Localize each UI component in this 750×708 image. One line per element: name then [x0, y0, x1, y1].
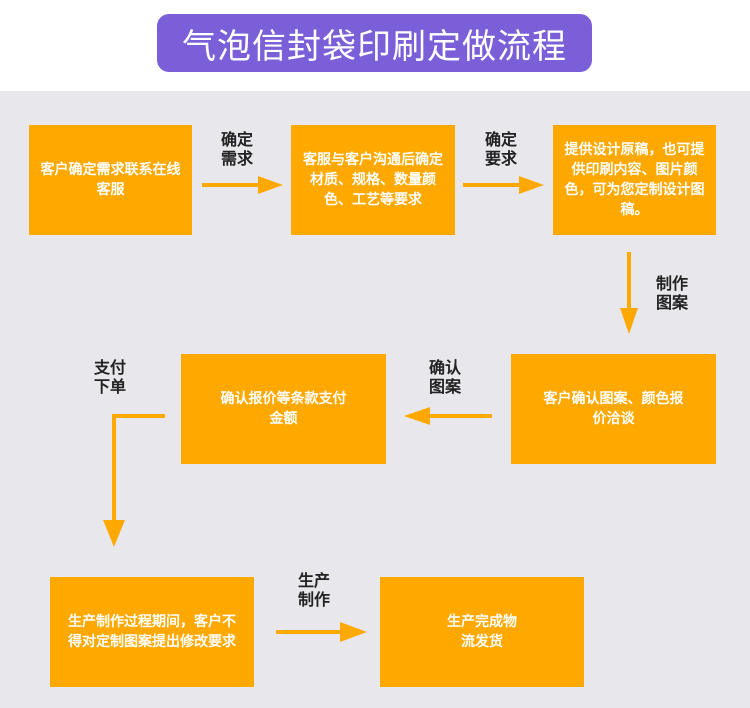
arrow-label-production: 生产制作: [297, 571, 330, 609]
step-2-text: 客服与客户沟通后确定材质、规格、数量颜色、工艺等要求: [303, 152, 443, 208]
step-7-box: 生产完成物流发货: [380, 577, 584, 687]
arrow-label-confirm-needs: 确定需求: [220, 130, 253, 168]
arrow-label-confirm-requirements: 确定要求: [484, 130, 517, 168]
arrow-label-confirm-design: 确认图案: [428, 358, 461, 396]
page-title: 气泡信封袋印刷定做流程: [182, 26, 567, 67]
arrow-right-2: [463, 176, 544, 194]
step-4-text: 客户确认图案、颜色报价洽谈: [543, 391, 684, 427]
step-4-box: 客户确认图案、颜色报价洽谈: [511, 354, 716, 464]
step-7-text: 生产完成物流发货: [447, 614, 517, 650]
step-3-box: 提供设计原稿，也可提供印刷内容、图片颜色，可为您定制设计图稿。: [553, 125, 716, 235]
step-1-box: 客户确定需求联系在线客服: [29, 125, 192, 235]
arrow-right-3: [276, 622, 367, 642]
arrow-right-1: [202, 176, 283, 194]
step-6-box: 生产制作过程期间，客户不得对定制图案提出修改要求: [50, 577, 254, 687]
arrow-down-1: [620, 252, 638, 334]
step-2-box: 客服与客户沟通后确定材质、规格、数量颜色、工艺等要求: [291, 125, 455, 235]
step-5-text: 确认报价等条款支付金额: [220, 391, 347, 427]
step-3-text: 提供设计原稿，也可提供印刷内容、图片颜色，可为您定制设计图稿。: [564, 142, 705, 218]
arrow-label-pay-order: 支付下单: [93, 358, 126, 396]
step-6-text: 生产制作过程期间，客户不得对定制图案提出修改要求: [68, 614, 236, 650]
title-banner: 气泡信封袋印刷定做流程: [157, 14, 592, 72]
step-5-box: 确认报价等条款支付金额: [181, 354, 386, 464]
arrow-left-1: [404, 407, 492, 425]
arrow-elbow-down: [103, 414, 165, 547]
arrow-label-make-design: 制作图案: [655, 274, 688, 312]
step-1-text: 客户确定需求联系在线客服: [40, 162, 181, 198]
